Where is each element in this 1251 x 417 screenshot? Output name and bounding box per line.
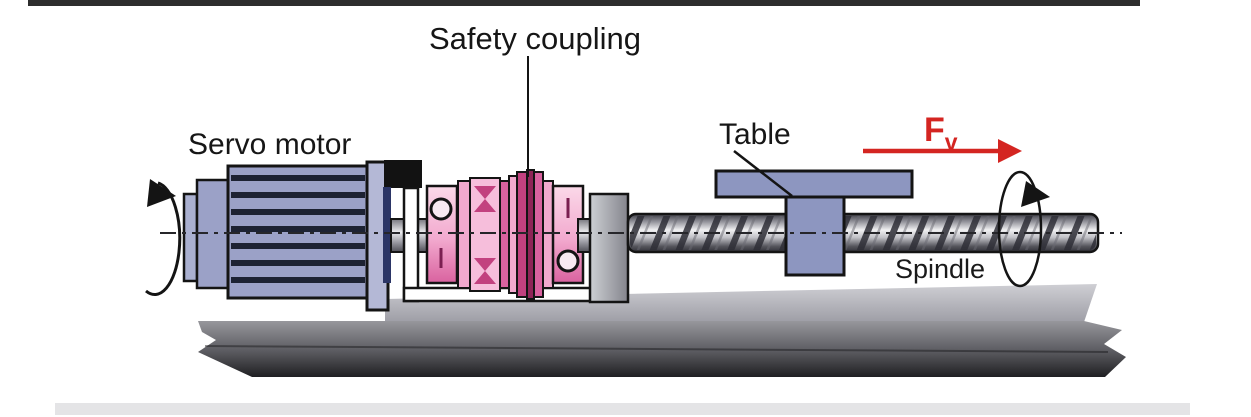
housing-left-wall	[402, 186, 420, 303]
scan-strip-top	[28, 0, 1140, 6]
coupling-disc	[542, 180, 554, 289]
coupling-bolt-right	[556, 249, 580, 273]
coupling-disc	[457, 180, 471, 289]
bed-top-face	[385, 284, 1097, 322]
table	[714, 169, 914, 277]
spindle-label: Spindle	[895, 254, 985, 284]
spindle-threads	[630, 216, 1096, 250]
bed-edge-line	[204, 345, 1109, 353]
coupling-center-slab	[533, 171, 544, 298]
bed-front-face	[198, 321, 1126, 377]
force-symbol: F	[924, 111, 945, 149]
coupling-center-slab	[516, 171, 528, 298]
rotation-arc-right	[997, 170, 1043, 288]
coupling-bolt-left	[429, 197, 453, 221]
spindle-screw	[626, 212, 1100, 254]
rotation-arrow-right	[997, 170, 1050, 288]
scan-strip-bottom	[55, 403, 1190, 415]
coupling-center-slab	[508, 175, 518, 294]
servo-motor	[182, 160, 422, 312]
coupling-housing	[402, 186, 596, 303]
machine-bed	[198, 284, 1126, 377]
servo-motor-label: Servo motor	[188, 128, 351, 161]
table-label: Table	[719, 118, 791, 151]
motor-end-cap	[182, 192, 199, 283]
rotation-arrowhead-right	[1021, 181, 1050, 207]
rotation-arrow-left	[145, 179, 182, 296]
force-subscript: v	[945, 129, 958, 155]
coupling-disc	[499, 180, 510, 289]
table-nut-stem	[784, 195, 846, 277]
motor-cooling-fins	[231, 175, 365, 283]
table-leader	[733, 150, 793, 197]
motor-mount-plate	[383, 187, 391, 283]
coupling-disc-marks	[474, 186, 496, 284]
force-arrow: Fv	[863, 111, 1022, 163]
coupling-center-slab	[526, 169, 535, 300]
force-label: Fv	[924, 111, 958, 155]
force-arrowhead	[998, 139, 1022, 163]
motor-top-bracket	[384, 160, 422, 188]
safety-coupling-label: Safety coupling	[429, 21, 641, 56]
rotation-arrowhead-left	[147, 179, 176, 207]
bearing-block	[588, 192, 630, 304]
table-top-plate	[714, 169, 914, 199]
safety-coupling	[425, 169, 585, 300]
